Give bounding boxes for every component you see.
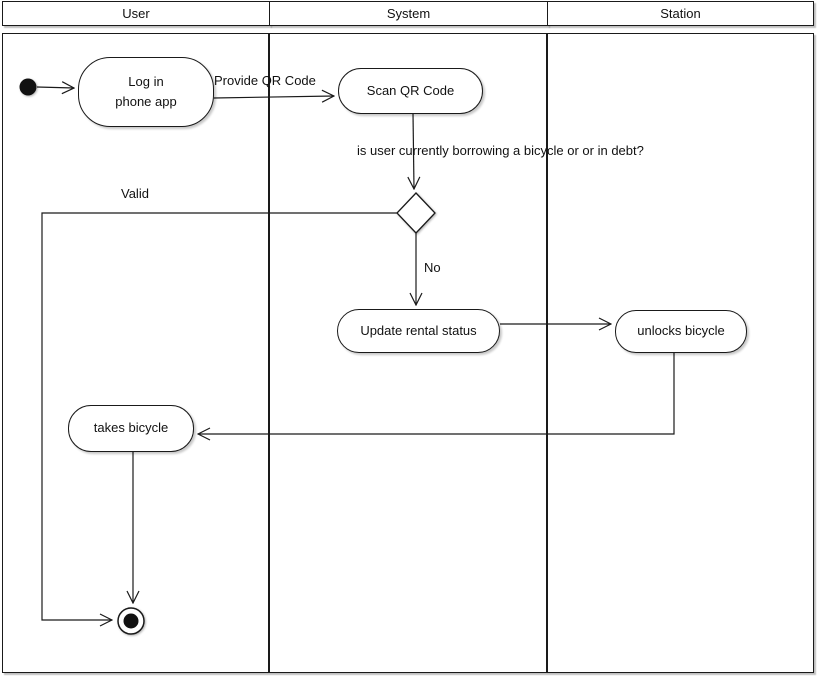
- lane-label-user: User: [122, 6, 150, 21]
- activity-node-unlocks-bicycle[interactable]: unlocks bicycle: [615, 310, 747, 353]
- activity-node-scan-qr[interactable]: Scan QR Code: [338, 68, 483, 114]
- edge-scan-to-decision: [413, 112, 414, 189]
- edge-label-decision-question: is user currently borrowing a bicycle or…: [357, 143, 644, 158]
- lane-header-system: System: [269, 1, 548, 26]
- lane-divider-user-system: [268, 33, 270, 673]
- lane-divider-system-station: [546, 33, 548, 673]
- activity-label-login: Log in phone app: [115, 73, 177, 109]
- edge-start-to-login: [36, 87, 74, 88]
- final-node-inner-dot: [123, 613, 139, 629]
- edge-login-to-scan: [213, 96, 334, 98]
- activity-label-takes-bicycle: takes bicycle: [93, 420, 169, 436]
- activity-node-takes-bicycle[interactable]: takes bicycle: [68, 405, 194, 452]
- activity-label-update-rental-status: Update rental status: [360, 322, 477, 338]
- initial-node[interactable]: [19, 78, 37, 96]
- swimlane-body: [2, 33, 814, 673]
- edge-unlock-to-take: [198, 353, 675, 434]
- edge-label-provide-qr-code: Provide QR Code: [214, 73, 316, 88]
- activity-node-update-rental-status[interactable]: Update rental status: [337, 309, 500, 353]
- activity-node-login[interactable]: Log in phone app: [78, 57, 214, 127]
- lane-label-station: Station: [660, 6, 701, 21]
- lane-header-station: Station: [547, 1, 814, 26]
- lane-header-user: User: [2, 1, 270, 26]
- edge-label-no: No: [424, 260, 441, 275]
- activity-label-scan-qr: Scan QR Code: [366, 82, 455, 98]
- final-node[interactable]: [117, 607, 145, 635]
- decision-node[interactable]: [396, 192, 436, 234]
- edge-label-valid: Valid: [121, 186, 149, 201]
- edge-valid-to-final: [41, 212, 397, 620]
- lane-label-system: System: [386, 6, 431, 21]
- activity-label-unlocks-bicycle: unlocks bicycle: [637, 323, 725, 339]
